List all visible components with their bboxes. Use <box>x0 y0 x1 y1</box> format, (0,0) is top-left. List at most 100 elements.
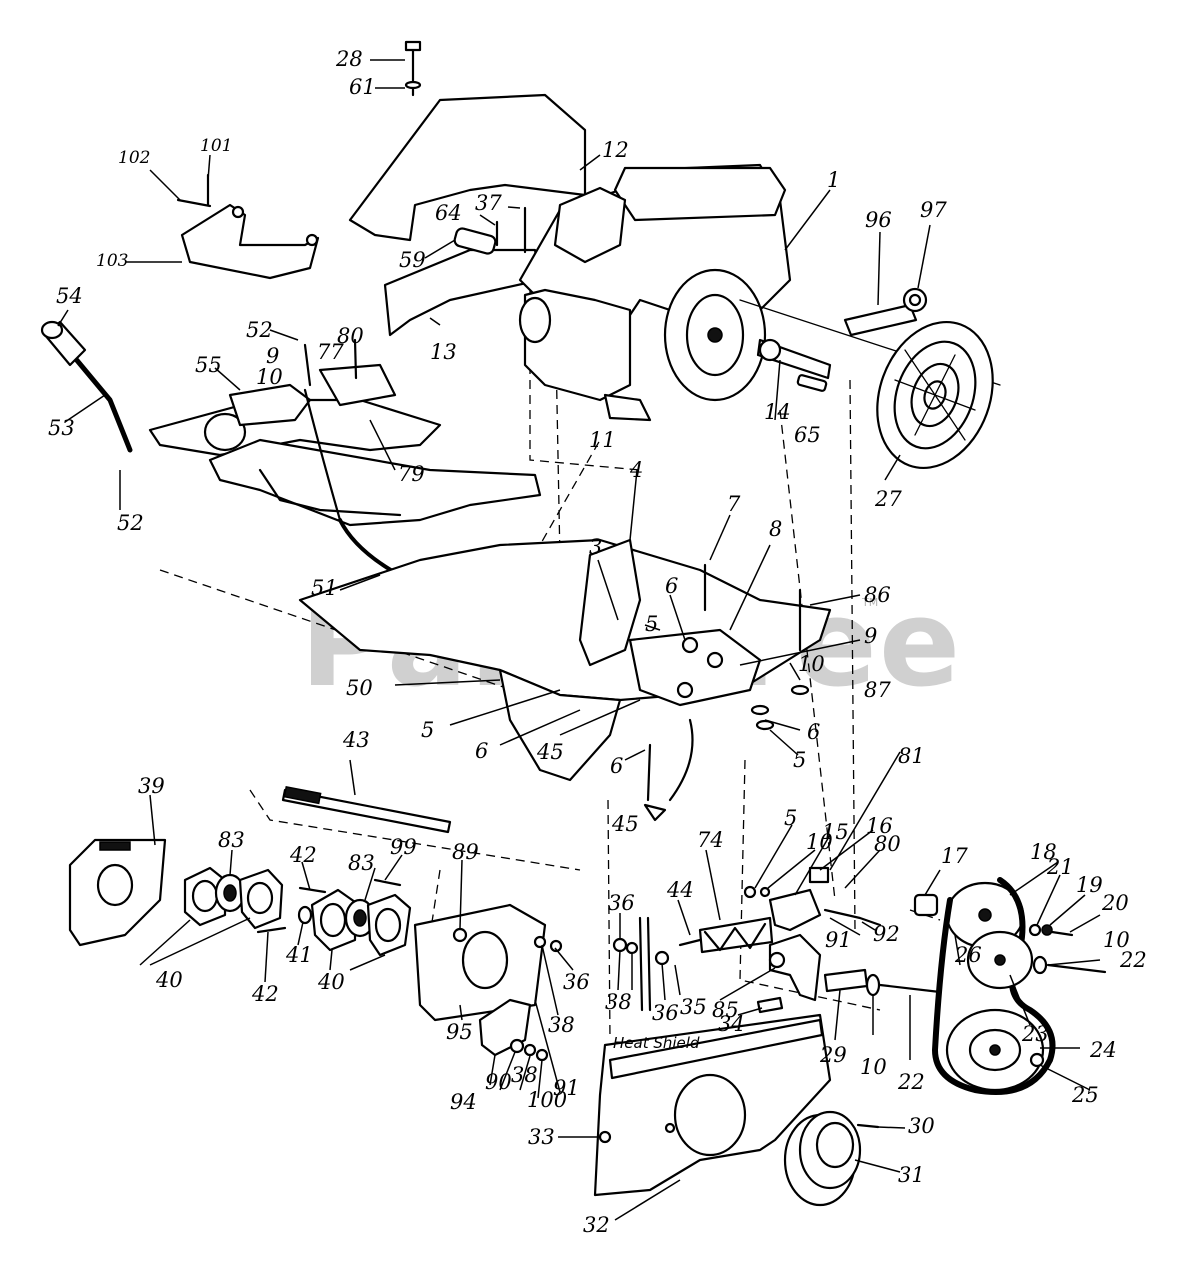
callout-80-lower: 80 <box>874 832 901 856</box>
callout-52-upper: 52 <box>246 318 273 342</box>
heat-shield-bolt-hole <box>664 1122 676 1134</box>
callout-14: 14 <box>764 400 791 424</box>
spring-coils <box>703 922 767 952</box>
belt-pulley-assembly <box>932 877 1056 1095</box>
callout-45-b: 45 <box>612 812 639 836</box>
washer-61 <box>404 80 422 90</box>
callout-89: 89 <box>452 840 479 864</box>
heat-shield-rod-2 <box>646 916 652 1012</box>
drum-31 <box>783 1110 862 1207</box>
spacer-29 <box>823 968 869 993</box>
block-16 <box>808 866 830 884</box>
knob-54-cap <box>40 320 64 340</box>
callout-42-a: 42 <box>290 843 317 867</box>
callout-8: 8 <box>769 517 783 541</box>
block-34 <box>756 996 784 1014</box>
bracket-hole-2 <box>305 233 319 247</box>
nut-38 <box>533 935 547 949</box>
callout-81: 81 <box>898 744 925 768</box>
callout-50: 50 <box>346 676 373 700</box>
callout-24: 24 <box>1090 1038 1117 1062</box>
watermark-trademark: TM <box>862 596 879 609</box>
washer-90 <box>509 1038 525 1054</box>
bolt-20 <box>1050 930 1074 937</box>
callout-37: 37 <box>475 191 502 215</box>
nut-36c <box>654 950 670 966</box>
callout-30: 30 <box>908 1114 935 1138</box>
screw-45 <box>646 743 652 802</box>
callout-39: 39 <box>138 774 165 798</box>
nut-5-b <box>755 719 775 731</box>
callout-4: 4 <box>630 458 644 482</box>
callout-26: 26 <box>955 943 982 967</box>
nut-25 <box>1029 1052 1045 1068</box>
plate-39-slot <box>99 841 131 851</box>
plate-39-hole <box>96 863 134 907</box>
callout-6-c: 6 <box>807 720 821 744</box>
frame-upper <box>208 438 542 527</box>
callout-79: 79 <box>398 462 425 486</box>
nut-6 <box>681 636 699 654</box>
callout-36-b: 36 <box>563 970 590 994</box>
callout-91-a: 91 <box>825 928 852 952</box>
bolt-22b <box>878 983 942 994</box>
callout-18: 18 <box>1030 840 1057 864</box>
callout-5-d: 5 <box>784 806 798 830</box>
callout-29: 29 <box>820 1043 847 1067</box>
screw-30 <box>856 1123 880 1129</box>
gasket-40d-hole <box>374 907 402 943</box>
washer-10 <box>790 684 810 696</box>
callout-86: 86 <box>864 583 891 607</box>
callout-91-b: 91 <box>553 1076 580 1100</box>
callout-10-mid: 10 <box>798 652 825 676</box>
spring-92 <box>823 908 882 927</box>
callout-74: 74 <box>697 828 724 852</box>
callout-99: 99 <box>390 835 417 859</box>
callout-100: 100 <box>527 1088 568 1112</box>
washer-10e <box>865 973 881 997</box>
callout-31: 31 <box>898 1163 925 1187</box>
lever-85 <box>768 933 822 1002</box>
callout-36-c: 36 <box>652 1001 679 1025</box>
gasket-40a-hole <box>191 879 219 913</box>
bolt-42b <box>298 886 327 894</box>
callout-7: 7 <box>727 492 741 516</box>
callout-40-b: 40 <box>318 970 345 994</box>
callout-38-c: 38 <box>511 1063 538 1087</box>
nut-38c <box>523 1043 537 1057</box>
callout-85: 85 <box>712 998 739 1022</box>
handle-assembly-55 <box>148 338 442 457</box>
bearing-83a-bore <box>223 884 237 902</box>
washer-21 <box>1028 923 1042 937</box>
nut-5 <box>676 681 694 699</box>
callout-97: 97 <box>920 198 947 222</box>
bracket-103 <box>180 203 320 280</box>
callout-5-a: 5 <box>645 612 659 636</box>
callout-90: 90 <box>485 1070 512 1094</box>
callout-96: 96 <box>865 208 892 232</box>
callout-45-a: 45 <box>537 740 564 764</box>
callout-43: 43 <box>343 728 370 752</box>
engine-1 <box>518 163 832 422</box>
callout-52-lower: 52 <box>117 511 144 535</box>
callout-25: 25 <box>1072 1083 1099 1107</box>
heat-shield-note: Heat Shield <box>613 1034 700 1052</box>
washer-6 <box>750 704 770 716</box>
nut-9 <box>706 651 724 669</box>
callout-83-a: 83 <box>218 828 245 852</box>
gasket-40b-hole <box>246 881 274 915</box>
bracket-15 <box>768 888 822 932</box>
callout-13: 13 <box>430 340 457 364</box>
callout-19: 19 <box>1076 873 1103 897</box>
callout-36-a: 36 <box>608 891 635 915</box>
spring-74 <box>698 916 774 954</box>
callout-28: 28 <box>336 47 363 71</box>
bolt-89 <box>452 927 468 943</box>
frame-50-lower <box>498 668 622 782</box>
callout-20: 20 <box>1102 891 1129 915</box>
housing-95-bore <box>461 930 509 990</box>
callout-23: 23 <box>1022 1022 1049 1046</box>
callout-22-a: 22 <box>1120 948 1147 972</box>
